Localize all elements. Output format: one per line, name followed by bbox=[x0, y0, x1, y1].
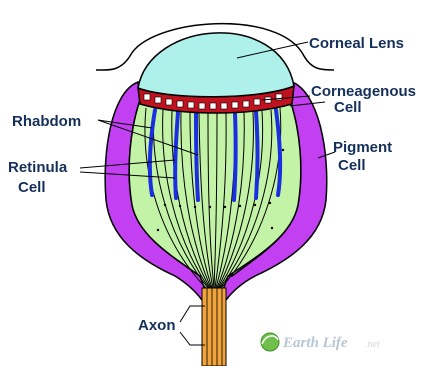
label-retinula-cell: Cell bbox=[18, 179, 46, 196]
watermark: Earth Life .net bbox=[261, 333, 380, 351]
label-rhabdom: Rhabdom bbox=[12, 113, 81, 130]
label-pigment-cell: Cell bbox=[338, 157, 366, 174]
label-retinula: Retinula bbox=[8, 159, 68, 176]
label-corneal-lens: Corneal Lens bbox=[309, 35, 404, 52]
corneal-lens bbox=[138, 33, 294, 97]
leader-axon-1 bbox=[180, 306, 205, 322]
label-corneagenous: Corneagenous bbox=[311, 83, 416, 100]
watermark-text: Earth Life bbox=[282, 335, 348, 351]
leader-axon-2 bbox=[180, 332, 205, 345]
label-pigment: Pigment bbox=[333, 139, 392, 156]
label-axon: Axon bbox=[138, 317, 176, 334]
leaf-globe-icon bbox=[261, 333, 279, 351]
label-corneagenous-cell: Cell bbox=[334, 99, 362, 116]
watermark-suffix: .net bbox=[365, 339, 380, 350]
